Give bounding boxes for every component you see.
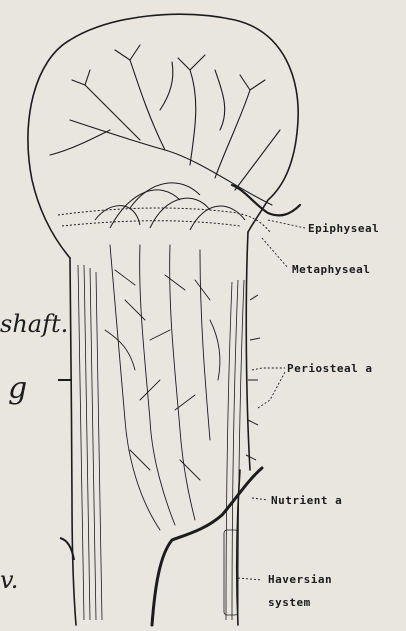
- label-periosteal: Periosteal a: [287, 362, 372, 375]
- margin-mark-shaft: shaft.: [0, 310, 68, 338]
- label-nutrient: Nutrient a: [271, 494, 342, 507]
- margin-mark-g: g: [8, 371, 27, 406]
- label-metaphyseal: Metaphyseal: [292, 263, 370, 276]
- label-haversian: Haversian: [268, 573, 332, 586]
- label-system: system: [268, 596, 311, 609]
- margin-mark-v: v.: [0, 566, 18, 594]
- label-epiphyseal: Epiphyseal: [308, 222, 379, 235]
